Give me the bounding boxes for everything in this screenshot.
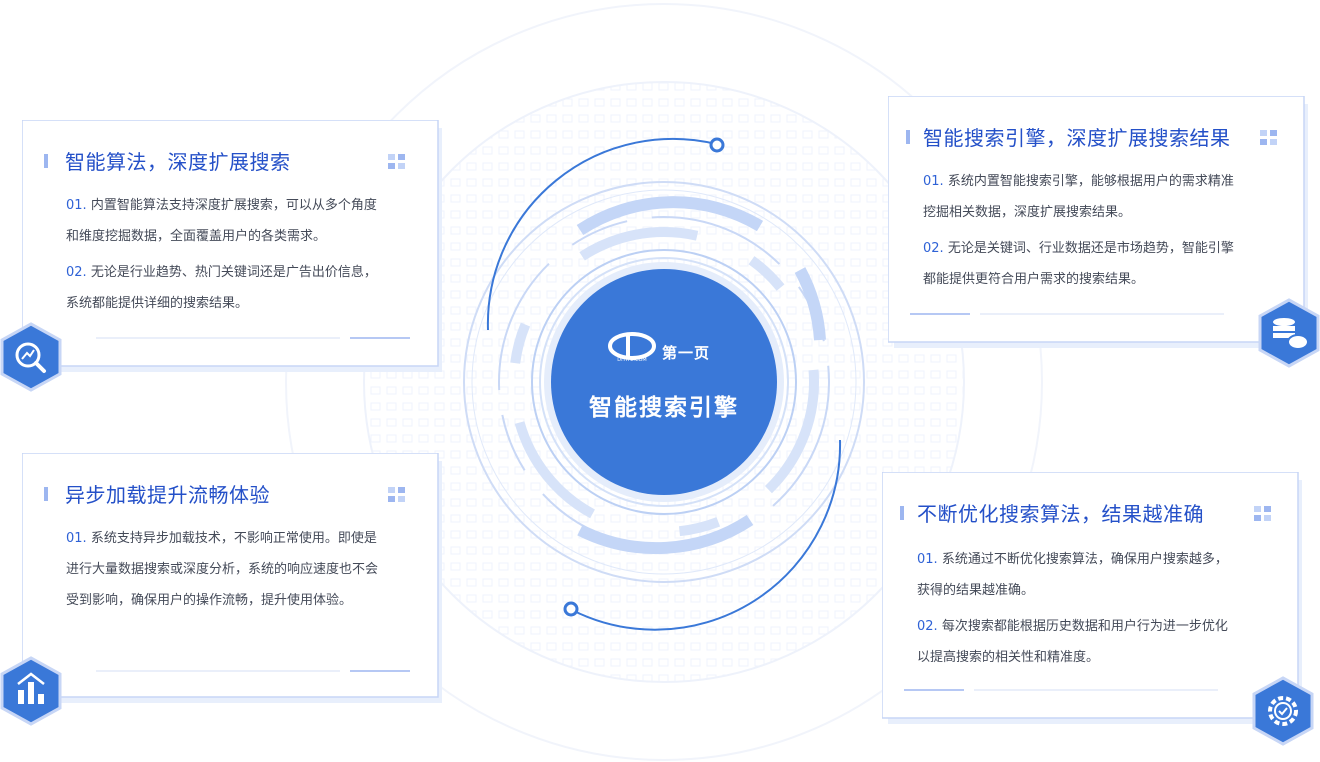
center-title: 智能搜索引擎 [589,395,739,421]
dots-decoration [388,154,406,170]
trend-magnifier-icon [0,322,62,392]
dots-decoration [1260,130,1278,146]
item-text: 系统都能提供详细的搜索结果。 [66,296,249,311]
brand-name: 第一页 [662,344,711,362]
card-title: 智能搜索引擎，深度扩展搜索结果 [923,126,1231,150]
list-item: 01. 内置智能算法支持深度扩展搜索，可以从多个角度 和维度挖掘数据，全面覆盖用… [66,190,377,252]
segment-bottom [577,514,754,555]
arc-bottom-node [563,601,579,617]
item-text: 无论是行业趋势、热门关键词还是广告出价信息， [90,265,377,280]
item-text: 和维度挖掘数据，全面覆盖用户的各类需求。 [66,229,327,244]
item-text: 系统内置智能搜索引擎，能够根据用户的需求精准 [947,174,1234,189]
item-text: 无论是关键词、行业数据还是市场趋势，智能引擎 [947,241,1234,256]
gear-check-icon [1252,676,1314,746]
ring-200 [463,181,865,583]
item-text: 挖掘相关数据，深度扩展搜索结果。 [923,205,1132,220]
card-frame [22,120,442,372]
feature-card-search-engine: 智能搜索引擎，深度扩展搜索结果 01. 系统内置智能搜索引擎，能够根据用户的需求… [888,96,1308,348]
item-text: 每次搜索都能根据历史数据和用户行为进一步优化 [941,619,1228,634]
item-number: 02. [66,265,87,280]
list-item: 02. 无论是行业趋势、热门关键词还是广告出价信息， 系统都能提供详细的搜索结果… [66,257,377,319]
card-frame [22,453,442,703]
item-number: 01. [923,174,944,189]
logo-subtext: DIYIYE.COM [617,357,647,363]
segment-top [576,196,764,236]
list-item: 01. 系统通过不断优化搜索算法，确保用户搜索越多， 获得的结果越准确。 [917,544,1228,606]
dots-decoration [388,487,406,503]
card-frame [882,472,1302,724]
item-number: 01. [917,552,938,567]
title-marker [900,506,904,520]
list-item: 01. 系统支持异步加载技术，不影响正常使用。即使是 进行大量数据搜索或深度分析… [66,523,378,616]
outer-ring-faint [285,3,1043,761]
title-marker [906,130,910,144]
center-disc [551,269,777,495]
item-text: 系统支持异步加载技术，不影响正常使用。即使是 [90,531,377,546]
list-item: 02. 无论是关键词、行业数据还是市场趋势，智能引擎 都能提供更符合用户需求的搜… [923,233,1234,295]
title-marker [44,154,48,168]
feature-card-smart-algorithm: 智能算法，深度扩展搜索 01. 内置智能算法支持深度扩展搜索，可以从多个角度 和… [22,120,442,372]
item-text: 以提高搜索的相关性和精准度。 [917,650,1100,665]
item-number: 01. [66,531,87,546]
item-text: 内置智能算法支持深度扩展搜索，可以从多个角度 [90,198,377,213]
feature-card-optimized-algorithm: 不断优化搜索算法，结果越准确 01. 系统通过不断优化搜索算法，确保用户搜索越多… [882,472,1302,724]
card-title: 不断优化搜索算法，结果越准确 [917,502,1204,526]
list-item: 01. 系统内置智能搜索引擎，能够根据用户的需求精准 挖掘相关数据，深度扩展搜索… [923,166,1234,228]
item-number: 01. [66,198,87,213]
database-cloud-icon [1258,298,1320,368]
outer-ring-2 [363,81,965,683]
item-text: 受到影响，确保用户的操作流畅，提升使用体验。 [66,593,353,608]
title-marker [44,487,48,501]
item-number: 02. [917,619,938,634]
card-title: 智能算法，深度扩展搜索 [65,150,291,174]
ring-124 [539,257,789,507]
segment-right [794,267,826,341]
arc-top-left [486,137,717,331]
dots-decoration [1254,506,1272,522]
arc-bottom-right [571,439,842,631]
ring-150-thick [509,227,819,537]
list-item: 02. 每次搜索都能根据历史数据和用户行为进一步优化 以提高搜索的相关性和精准度… [917,611,1228,673]
logo-icon [608,332,656,360]
ring-192 [471,189,857,575]
ring-132 [531,249,797,515]
card-title: 异步加载提升流畅体验 [65,483,270,507]
bar-chart-icon [0,656,62,726]
feature-card-async-loading: 异步加载提升流畅体验 01. 系统支持异步加载技术，不影响正常使用。即使是 进行… [22,453,442,703]
item-text: 进行大量数据搜索或深度分析，系统的响应速度也不会 [66,562,379,577]
arc-top-node [709,137,725,153]
card-frame [888,96,1308,348]
item-text: 都能提供更符合用户需求的搜索结果。 [923,272,1145,287]
item-number: 02. [923,241,944,256]
item-text: 获得的结果越准确。 [917,583,1035,598]
item-text: 系统通过不断优化搜索算法，确保用户搜索越多， [941,552,1228,567]
